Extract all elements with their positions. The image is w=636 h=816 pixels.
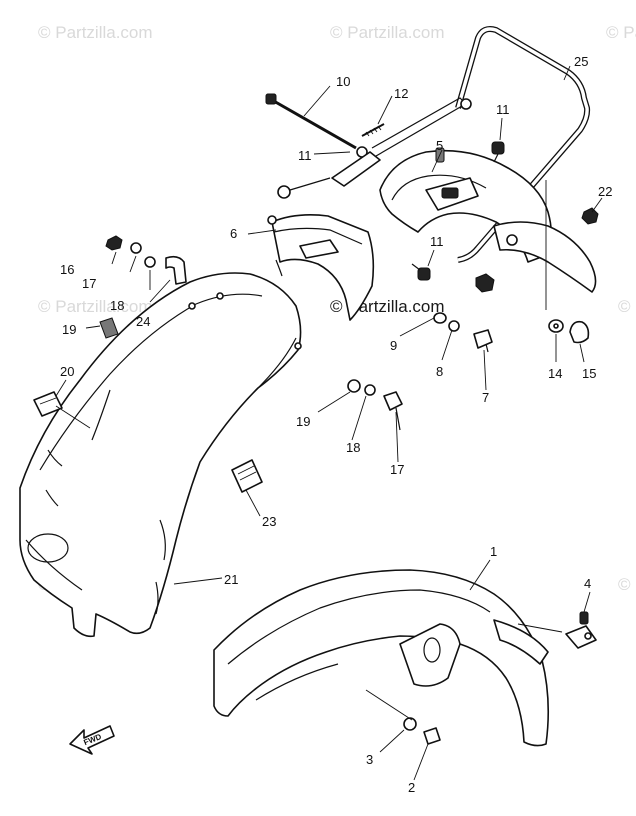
callout-17-left: 16	[60, 262, 74, 277]
front-bracket-part-6	[267, 214, 375, 321]
callout-18-left: 17	[82, 276, 96, 291]
watermark-low-right: © Partzilla.com	[618, 575, 636, 594]
front-fender-part-1	[213, 569, 550, 747]
grab-bar-part-25	[371, 26, 591, 263]
bolt-part-10	[265, 93, 368, 158]
callout-6: 6	[230, 226, 237, 241]
callout-9: 9	[390, 338, 397, 353]
fasteners-bottom	[403, 717, 441, 745]
callout-labels: 10 12 11 11 5 25 22 6 11 16 17 18 24 19 …	[60, 54, 612, 795]
callout-3: 3	[366, 752, 373, 767]
watermark-top-right: © Partzilla.com	[606, 23, 636, 42]
callout-4: 4	[584, 576, 591, 591]
callout-19-center: 19	[296, 414, 310, 429]
callout-16: 21	[224, 572, 238, 587]
callout-17-center: 17	[390, 462, 404, 477]
callout-8: 8	[436, 364, 443, 379]
callout-24: 24	[136, 314, 150, 329]
callout-5: 5	[436, 138, 443, 153]
pin-part-12	[361, 123, 385, 137]
forward-arrow: FWD	[69, 725, 115, 755]
callout-14: 14	[548, 366, 562, 381]
leader-lines	[55, 65, 603, 781]
callout-19-left: 18	[110, 298, 124, 313]
bolt-part-11b	[491, 141, 505, 163]
watermark-top-left: © Partzilla.com	[38, 23, 153, 42]
callout-22: 22	[598, 184, 612, 199]
fasteners-left-group	[33, 235, 187, 429]
callout-7: 7	[482, 390, 489, 405]
watermark-top-center: © Partzilla.com	[330, 23, 445, 42]
callout-23: 23	[262, 514, 276, 529]
callout-12: 12	[394, 86, 408, 101]
washer-nut-parts-14-15	[548, 319, 590, 344]
callout-1: 1	[490, 544, 497, 559]
callout-2: 2	[408, 780, 415, 795]
callout-25: 25	[574, 54, 588, 69]
callout-11-right: 11	[496, 102, 510, 117]
callout-21: 20	[60, 364, 74, 379]
callout-11-left: 11	[298, 148, 312, 163]
decal-part-23	[231, 459, 263, 493]
bracket-part-11a	[277, 151, 381, 199]
bolt-part-11c	[411, 263, 431, 281]
callout-10: 10	[336, 74, 350, 89]
rear-fender-part-5	[379, 147, 552, 263]
bolt-part-4	[565, 611, 597, 649]
callout-20: 19	[62, 322, 76, 337]
watermark-mid-right: © Partzilla.com	[618, 297, 636, 316]
callout-11-center: 11	[430, 234, 444, 249]
bracket-and-nut-part-22	[493, 180, 599, 310]
inner-fender-part-16	[19, 272, 302, 638]
callout-15: 15	[582, 366, 596, 381]
fasteners-center-group	[347, 379, 403, 431]
watermark-mid-left: © Partzilla.com	[38, 297, 153, 316]
callout-18-center: 18	[346, 440, 360, 455]
fasteners-center-right	[433, 273, 495, 353]
